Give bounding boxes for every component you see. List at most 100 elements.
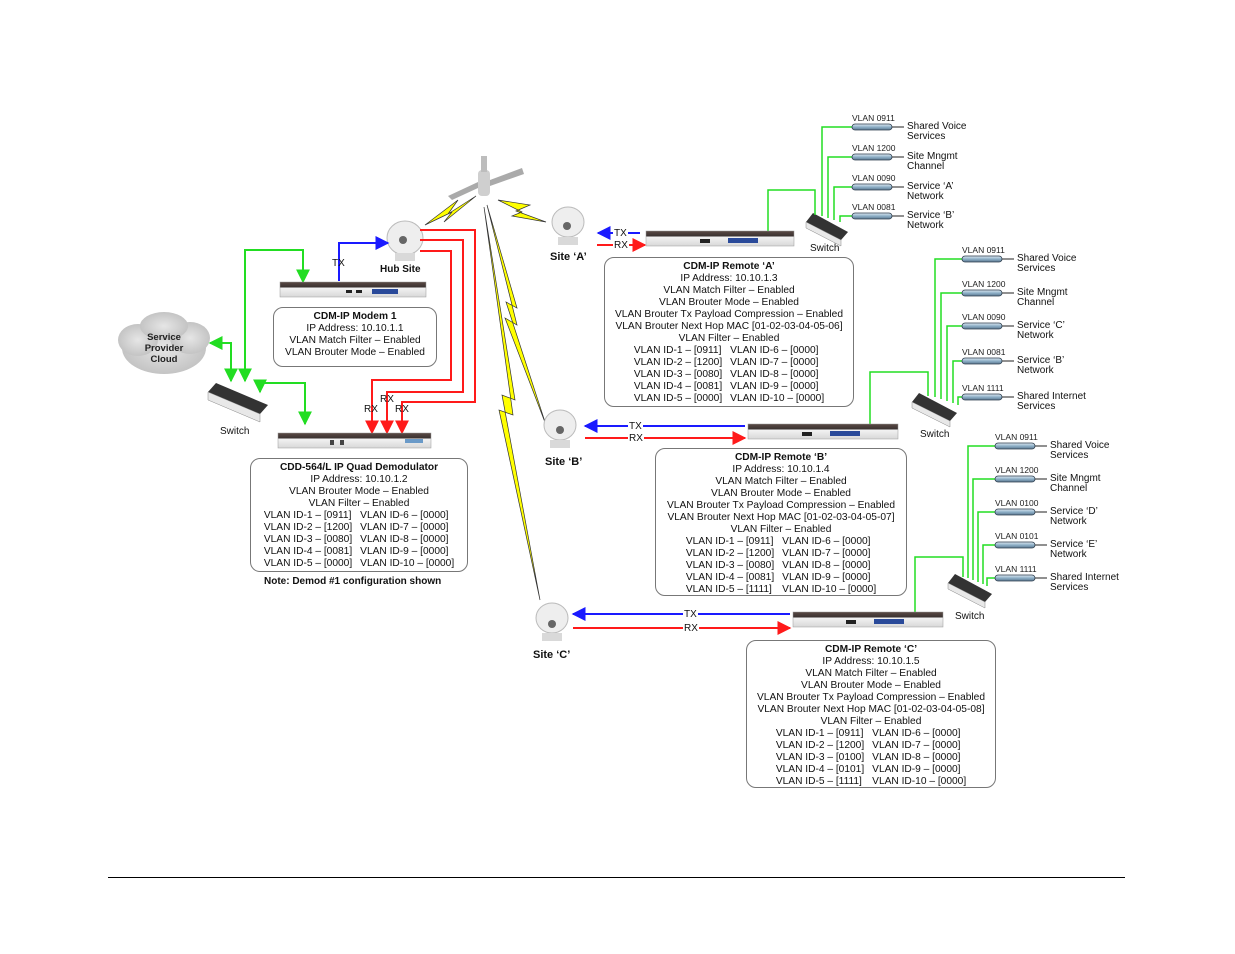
- service-label: Service ‘B’ Network: [1017, 355, 1065, 376]
- vlan-tag-label: VLAN 0911: [962, 245, 1005, 255]
- hub-switch-label: Switch: [220, 426, 250, 437]
- remote-a-title: CDM-IP Remote ‘A’: [683, 261, 775, 272]
- remote-b-device-icon: [747, 423, 899, 440]
- vlan-id: VLAN ID-3 – [0080]: [633, 369, 723, 380]
- vlan-pipe-icon: [851, 212, 893, 220]
- demod-vlan-grid: VLAN ID-1 – [0911] VLAN ID-2 – [1200] VL…: [251, 510, 467, 570]
- hub-modem-title: CDM-IP Modem 1: [313, 311, 397, 322]
- vlan-id: VLAN ID-7 – [0000]: [872, 740, 961, 751]
- hub-tx-line: [338, 236, 390, 281]
- site-b-dish-icon: [543, 409, 577, 448]
- demodulator-config-box: CDD-564/L IP Quad Demodulator IP Address…: [250, 458, 468, 572]
- site-b-tx-label: TX: [628, 421, 643, 432]
- site-a-lan-line: [767, 189, 816, 232]
- vlan-id: VLAN ID-1 – [0911]: [775, 728, 864, 739]
- vlan-id: VLAN ID-7 – [0000]: [730, 357, 819, 368]
- remote-line: VLAN Filter – Enabled: [820, 716, 922, 727]
- vlan-id: VLAN ID-10 – [0000]: [360, 558, 455, 569]
- remote-line: VLAN Match Filter – Enabled: [715, 476, 847, 487]
- remote-line: IP Address: 10.10.1.4: [732, 464, 830, 475]
- vlan-id: VLAN ID-8 – [0000]: [782, 560, 871, 571]
- site-c-dish-icon: [535, 602, 569, 641]
- vlan-tag-label: VLAN 0100: [995, 498, 1039, 508]
- hub-lan-links: [208, 249, 312, 426]
- vlan-id: VLAN ID-6 – [0000]: [360, 510, 449, 521]
- service-label: Service ‘E’ Network: [1050, 539, 1098, 560]
- hub-modem-line: IP Address: 10.10.1.1: [306, 323, 404, 334]
- remote-c-vlan-grid: VLAN ID-1 – [0911] VLAN ID-2 – [1200] VL…: [747, 728, 995, 788]
- page-divider-line: [108, 877, 1125, 878]
- remote-b-vlan-grid: VLAN ID-1 – [0911] VLAN ID-2 – [1200] VL…: [656, 536, 906, 596]
- remote-line: VLAN Match Filter – Enabled: [805, 668, 937, 679]
- vlan-pipe-icon: [994, 475, 1036, 483]
- service-provider-cloud-icon: [118, 312, 210, 374]
- hub-rx-lines: [365, 229, 476, 435]
- vlan-tag-label: VLAN 1111: [995, 564, 1037, 574]
- remote-line: VLAN Filter – Enabled: [678, 333, 780, 344]
- site-b-switch-icon: [911, 393, 957, 428]
- vlan-tag-label: VLAN 1111: [962, 383, 1004, 393]
- vlan-tag-label: VLAN 0911: [995, 432, 1038, 442]
- vlan-id: VLAN ID-3 – [0100]: [775, 752, 865, 763]
- service-label: Service ‘B’ Network: [907, 210, 955, 231]
- remote-line: VLAN Brouter Mode – Enabled: [801, 680, 941, 691]
- vlan-id: VLAN ID-7 – [0000]: [360, 522, 449, 533]
- hub-rx-label-2: RX: [380, 394, 394, 405]
- vlan-tag-label: VLAN 0090: [962, 312, 1006, 322]
- service-label: Service ‘A’ Network: [907, 181, 954, 202]
- vlan-pipe-icon: [961, 357, 1003, 365]
- vlan-pipe-icon: [994, 508, 1036, 516]
- hub-modem-line: VLAN Match Filter – Enabled: [289, 335, 421, 346]
- remote-line: VLAN Brouter Next Hop MAC [01-02-03-04-0…: [615, 321, 843, 332]
- vlan-id: VLAN ID-5 – [1111]: [685, 584, 772, 595]
- site-a-tx-label: TX: [613, 228, 628, 239]
- hub-rx-label-1: RX: [364, 404, 378, 415]
- vlan-id: VLAN ID-5 – [0000]: [633, 393, 723, 404]
- site-b-label: Site ‘B’: [545, 456, 583, 468]
- site-a-switch-icon: [805, 213, 848, 247]
- vlan-tag-label: VLAN 0101: [995, 531, 1039, 541]
- vlan-id: VLAN ID-6 – [0000]: [730, 345, 819, 356]
- vlan-id: VLAN ID-4 – [0081]: [685, 572, 775, 583]
- remote-b-config-box: CDM-IP Remote ‘B’ IP Address: 10.10.1.4 …: [655, 448, 907, 596]
- vlan-tag-label: VLAN 1200: [995, 465, 1039, 475]
- service-label: Shared Voice Services: [907, 121, 967, 142]
- vlan-id: VLAN ID-1 – [0911]: [263, 510, 352, 521]
- remote-line: VLAN Brouter Mode – Enabled: [711, 488, 851, 499]
- vlan-id: VLAN ID-6 – [0000]: [872, 728, 961, 739]
- vlan-id: VLAN ID-2 – [1200]: [685, 548, 775, 559]
- vlan-tag-label: VLAN 0911: [852, 113, 895, 123]
- bolt-hub: [424, 195, 477, 226]
- demodulator-device-icon: [277, 432, 432, 449]
- vlan-id: VLAN ID-3 – [0080]: [685, 560, 775, 571]
- satellite-icon: [448, 156, 524, 200]
- vlan-id: VLAN ID-10 – [0000]: [872, 776, 967, 787]
- remote-line: IP Address: 10.10.1.3: [680, 273, 778, 284]
- site-a-dish-icon: [551, 206, 585, 245]
- site-c-tx-label: TX: [683, 609, 698, 620]
- vlan-id: VLAN ID-4 – [0101]: [775, 764, 865, 775]
- vlan-id: VLAN ID-4 – [0081]: [633, 381, 723, 392]
- vlan-id: VLAN ID-5 – [1111]: [775, 776, 862, 787]
- vlan-id: VLAN ID-4 – [0081]: [263, 546, 353, 557]
- service-label: Site Mngmt Channel: [1017, 287, 1068, 308]
- remote-a-vlan-grid: VLAN ID-1 – [0911] VLAN ID-2 – [1200] VL…: [605, 345, 853, 405]
- hub-tx-label: TX: [332, 258, 345, 269]
- vlan-tag-label: VLAN 1200: [962, 279, 1006, 289]
- hub-modem-line: VLAN Brouter Mode – Enabled: [285, 347, 425, 358]
- remote-line: VLAN Brouter Tx Payload Compression – En…: [666, 500, 896, 511]
- vlan-id: VLAN ID-9 – [0000]: [360, 546, 449, 557]
- remote-line: VLAN Filter – Enabled: [730, 524, 832, 535]
- service-label: Shared Voice Services: [1017, 253, 1077, 274]
- service-label: Shared Internet Services: [1050, 572, 1119, 593]
- vlan-pipe-icon: [961, 255, 1003, 263]
- remote-line: VLAN Brouter Mode – Enabled: [659, 297, 799, 308]
- vlan-pipe-icon: [961, 322, 1003, 330]
- site-c-vlan-lines: [967, 445, 995, 586]
- site-c-label: Site ‘C’: [533, 649, 571, 661]
- service-provider-cloud-label: Service Provider Cloud: [144, 332, 184, 365]
- site-b-rx-label: RX: [628, 433, 644, 444]
- vlan-pipe-icon: [851, 183, 893, 191]
- remote-c-device-icon: [792, 611, 944, 628]
